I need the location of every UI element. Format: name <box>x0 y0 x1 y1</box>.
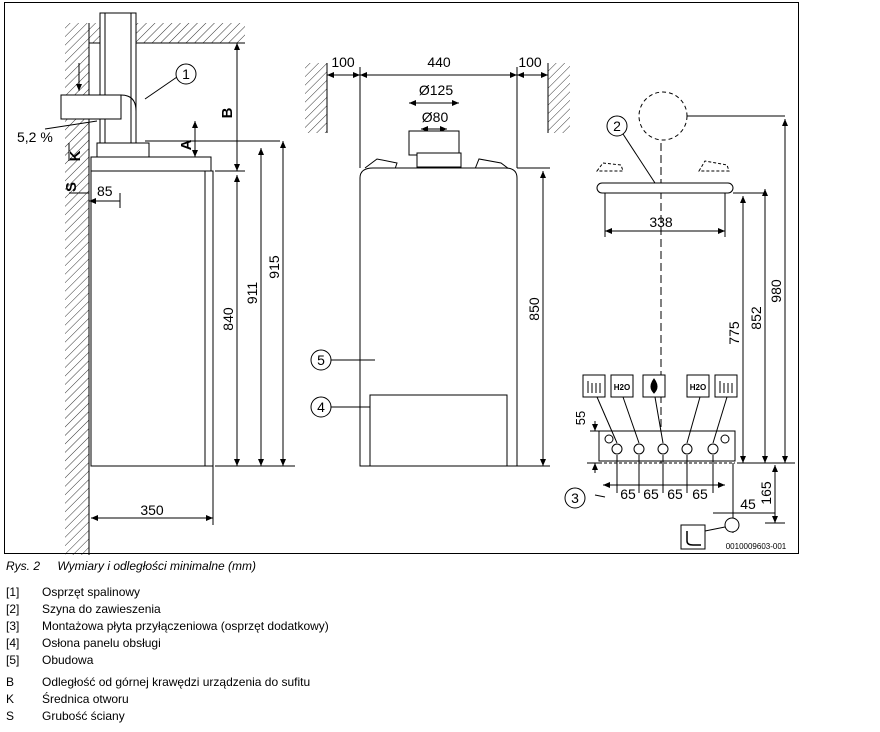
marker-A: A <box>178 139 195 150</box>
dim-980: 980 <box>768 279 784 303</box>
dim-165: 165 <box>758 481 774 505</box>
callout-5-label: 5 <box>317 352 325 368</box>
legend-key: K <box>6 692 15 706</box>
legend-item: S Grubość ściany <box>6 709 125 724</box>
dim-65-a: 65 <box>620 486 636 502</box>
drawing-code: 0010009603-001 <box>726 542 787 551</box>
radiator-return-icon <box>714 374 738 398</box>
dim-65-d: 65 <box>692 486 708 502</box>
dimension-drawing: 1 B A K S 5,2 % 85 840 911 915 350 <box>4 2 799 555</box>
callout-2-label: 2 <box>613 118 621 134</box>
unit-side <box>90 170 214 467</box>
slope-label: 5,2 % <box>17 129 53 145</box>
legend-key: [5] <box>6 653 20 667</box>
control-panel-cover <box>369 394 508 467</box>
callout-3 <box>564 487 586 509</box>
legend-item: [1] Osprzęt spalinowy <box>6 585 140 600</box>
flue-pipe <box>99 12 137 144</box>
dim-852: 852 <box>748 306 764 330</box>
dim-775: 775 <box>726 321 742 345</box>
dim-100-right: 100 <box>518 54 542 70</box>
legend-text: Grubość ściany <box>42 709 125 723</box>
legend-text: Obudowa <box>42 653 94 667</box>
callout-2 <box>606 115 628 137</box>
legend-key: S <box>6 709 15 723</box>
mounting-view <box>587 91 795 533</box>
technical-drawing: 1 B A K S 5,2 % 85 840 911 915 350 <box>17 12 795 555</box>
dim-d125: Ø125 <box>419 82 453 98</box>
legend-item: K Średnica otworu <box>6 692 129 707</box>
hot-water-icon-label: H2O <box>614 383 630 392</box>
legend-text: Odległość od górnej krawędzi urządzenia … <box>42 675 311 689</box>
icon-glyphs <box>587 378 733 394</box>
dim-911: 911 <box>244 282 260 305</box>
callout-5 <box>310 349 332 371</box>
callout-4-label: 4 <box>317 399 325 415</box>
legend-key: [3] <box>6 619 20 633</box>
caption-label: Rys. 2 <box>6 559 41 573</box>
dim-d80: Ø80 <box>422 109 449 125</box>
legend-key: [4] <box>6 636 20 650</box>
unit-front <box>359 167 518 467</box>
legend-text: Szyna do zawieszenia <box>42 602 161 616</box>
legend-item: [3] Montażowa płyta przyłączeniowa (osprz… <box>6 619 329 634</box>
dim-850: 850 <box>526 297 542 321</box>
flue-elbow <box>60 94 122 120</box>
hot-water-icon <box>610 374 634 398</box>
legend-key: [1] <box>6 585 20 599</box>
legend-item: B Odległość od górnej krawędzi urządzenia… <box>6 675 310 690</box>
legend-text: Osłona panelu obsługi <box>42 636 161 650</box>
flue-outline <box>638 91 688 141</box>
legend-item: [2] Szyna do zawieszenia <box>6 602 161 617</box>
cold-water-icon <box>686 374 710 398</box>
dim-45: 45 <box>740 496 756 512</box>
marker-K: K <box>67 150 84 161</box>
side-view <box>44 12 295 555</box>
dim-350: 350 <box>140 502 164 518</box>
marker-B: B <box>219 107 236 118</box>
caption-text: Wymiary i odległości minimalne (mm) <box>57 559 257 573</box>
dim-440: 440 <box>427 54 451 70</box>
radiator-flow-icon <box>582 374 606 398</box>
dim-65-b: 65 <box>643 486 659 502</box>
dim-840: 840 <box>220 307 236 331</box>
callout-1 <box>175 63 197 85</box>
figure-caption: Rys. 2 Wymiary i odległości minimalne (m… <box>6 559 256 573</box>
legend-item: [4] Osłona panelu obsługi <box>6 636 161 651</box>
connection-icons <box>582 374 738 398</box>
hanging-rail <box>596 182 734 194</box>
dim-65-c: 65 <box>667 486 683 502</box>
front-view <box>305 63 570 467</box>
callout-4 <box>310 396 332 418</box>
cold-water-icon-label: H2O <box>690 383 706 392</box>
callout-1-label: 1 <box>182 66 190 82</box>
legend-key: [2] <box>6 602 20 616</box>
legend-item: [5] Obudowa <box>6 653 93 668</box>
marker-S: S <box>63 182 80 192</box>
legend-key: B <box>6 675 15 689</box>
callout-3-label: 3 <box>571 490 579 506</box>
dim-100-left: 100 <box>331 54 355 70</box>
dim-85: 85 <box>97 183 113 199</box>
legend-text: Montażowa płyta przyłączeniowa (osprzęt … <box>42 619 329 633</box>
dim-915: 915 <box>266 255 282 279</box>
legend-text: Osprzęt spalinowy <box>42 585 141 599</box>
drain-connection <box>724 517 740 533</box>
legend-text: Średnica otworu <box>42 692 129 706</box>
connectors <box>611 443 719 455</box>
dim-338: 338 <box>649 214 673 230</box>
dim-55: 55 <box>573 411 588 425</box>
